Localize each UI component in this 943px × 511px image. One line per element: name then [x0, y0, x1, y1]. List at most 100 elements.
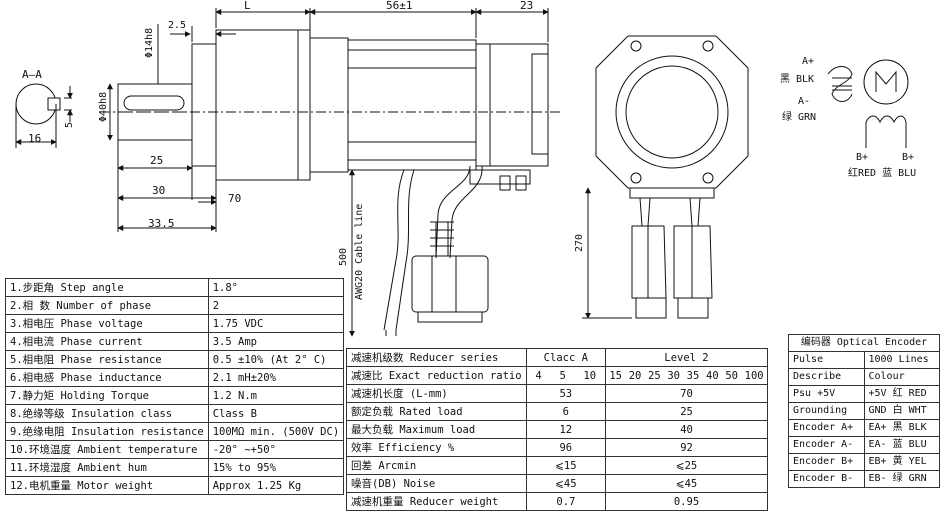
spec-value: Approx 1.25 Kg [207, 476, 345, 495]
reducer-ratio-label: 减速比 Exact reduction ratio [346, 366, 527, 385]
dim-phi14: Φ14h8 [144, 28, 155, 58]
spec-label: 12.电机重量 Motor weight [5, 476, 209, 495]
dim-270: 270 [574, 234, 585, 252]
reducer-label: 减速机长度 (L-mm) [346, 384, 527, 403]
ratio-value: 30 [667, 369, 680, 382]
ratio-value: 25 [648, 369, 661, 382]
spec-label: 7.静力矩 Holding Torque [5, 386, 209, 405]
reducer-level-2-value: 40 [605, 420, 768, 439]
spec-row: 10.环境温度 Ambient temperature-20° ~+50° [5, 440, 345, 459]
section-a-a-view [15, 83, 73, 148]
encoder-key: Grounding [788, 402, 865, 420]
encoder-key: Psu +5V [788, 385, 865, 403]
cable-label: AWG20 Cable line [354, 204, 365, 300]
encoder-value: +5V 红 RED [863, 385, 940, 403]
ratio-value: 100 [744, 369, 764, 382]
encoder-value: Colour [863, 368, 940, 386]
dim-5: 5 [64, 122, 75, 128]
reducer-row: 回差 Arcmin⩽15⩽25 [346, 456, 768, 475]
encoder-row: Encoder B-EB- 绿 GRN [788, 470, 940, 488]
dim-30: 30 [152, 184, 165, 197]
wire-a-plus: A+ [802, 56, 814, 67]
reducer-label: 噪音(DB) Noise [346, 474, 527, 493]
encoder-key: Encoder A- [788, 436, 865, 454]
spec-label: 8.绝缘等级 Insulation class [5, 404, 209, 423]
wire-a-minus: A- [798, 96, 810, 107]
front-view-motor [582, 35, 749, 319]
dim-2-5: 2.5 [168, 20, 186, 31]
spec-label: 10.环境温度 Ambient temperature [5, 440, 209, 459]
spec-value: 1.8° [207, 278, 345, 297]
spec-value: 1.2 N.m [207, 386, 345, 405]
ratio-value: 40 [706, 369, 719, 382]
side-view-dimensions [107, 8, 549, 337]
section-label: A—A [22, 68, 42, 81]
encoder-key: Pulse [788, 351, 865, 369]
ratio-value: 10 [583, 369, 597, 382]
encoder-row: Encoder A+EA+ 黑 BLK [788, 419, 940, 437]
reducer-series-label: 减速机级数 Reducer series [346, 348, 527, 367]
dim-23: 23 [520, 0, 533, 12]
spec-label: 6.相电感 Phase inductance [5, 368, 209, 387]
reducer-class-a-value: ⩽45 [525, 474, 607, 493]
dim-16: 16 [28, 132, 41, 145]
encoder-value: EA+ 黑 BLK [863, 419, 940, 437]
spec-value: 1.75 VDC [207, 314, 345, 333]
dim-56: 56±1 [386, 0, 413, 12]
encoder-key: Encoder B- [788, 470, 865, 488]
reducer-level-2-value: 92 [605, 438, 768, 457]
side-view-motor [100, 29, 560, 336]
encoder-row: Encoder B+EB+ 黄 YEL [788, 453, 940, 471]
reducer-row: 噪音(DB) Noise⩽45⩽45 [346, 474, 768, 493]
encoder-key: Encoder B+ [788, 453, 865, 471]
spec-value: 0.5 ±10% (At 2° C) [207, 350, 345, 369]
spec-value: 3.5 Amp [207, 332, 345, 351]
reducer-class-a-value: 96 [525, 438, 607, 457]
reducer-level-2-value: ⩽45 [605, 474, 768, 493]
wire-black: 黑 BLK [780, 73, 814, 85]
spec-value: 15% to 95% [207, 458, 345, 477]
ratio-value: 50 [725, 369, 738, 382]
reducer-label: 最大负载 Maximum load [346, 420, 527, 439]
ratio-value: 4 [535, 369, 542, 382]
spec-value: Class B [207, 404, 345, 423]
reducer-class-a-value: 6 [525, 402, 607, 421]
reducer-class-a-value: 53 [525, 384, 607, 403]
wire-b-plus-2: B+ [902, 152, 914, 163]
wire-red-blue: 红RED 蓝 BLU [848, 166, 916, 179]
reducer-level-2-value: 70 [605, 384, 768, 403]
encoder-title-row: 编码器 Optical Encoder [788, 334, 940, 352]
dim-L: L [244, 0, 251, 12]
reducer-label: 减速机重量 Reducer weight [346, 492, 527, 511]
spec-label: 3.相电压 Phase voltage [5, 314, 209, 333]
reducer-header-row: 减速机级数 Reducer series Clacc A Level 2 [346, 348, 768, 367]
reducer-class-a-value: 0.7 [525, 492, 607, 511]
reducer-table: 减速机级数 Reducer series Clacc A Level 2 减速比… [346, 348, 768, 511]
encoder-key: Encoder A+ [788, 419, 865, 437]
ratio-value: 15 [609, 369, 623, 382]
spec-label: 5.相电阻 Phase resistance [5, 350, 209, 369]
reducer-level-2-value: 25 [605, 402, 768, 421]
spec-value: 2 [207, 296, 345, 315]
encoder-value: 1000 Lines [863, 351, 940, 369]
reducer-level-2-value: 0.95 [605, 492, 768, 511]
reducer-level-2-value: ⩽25 [605, 456, 768, 475]
dim-500: 500 [338, 248, 349, 266]
